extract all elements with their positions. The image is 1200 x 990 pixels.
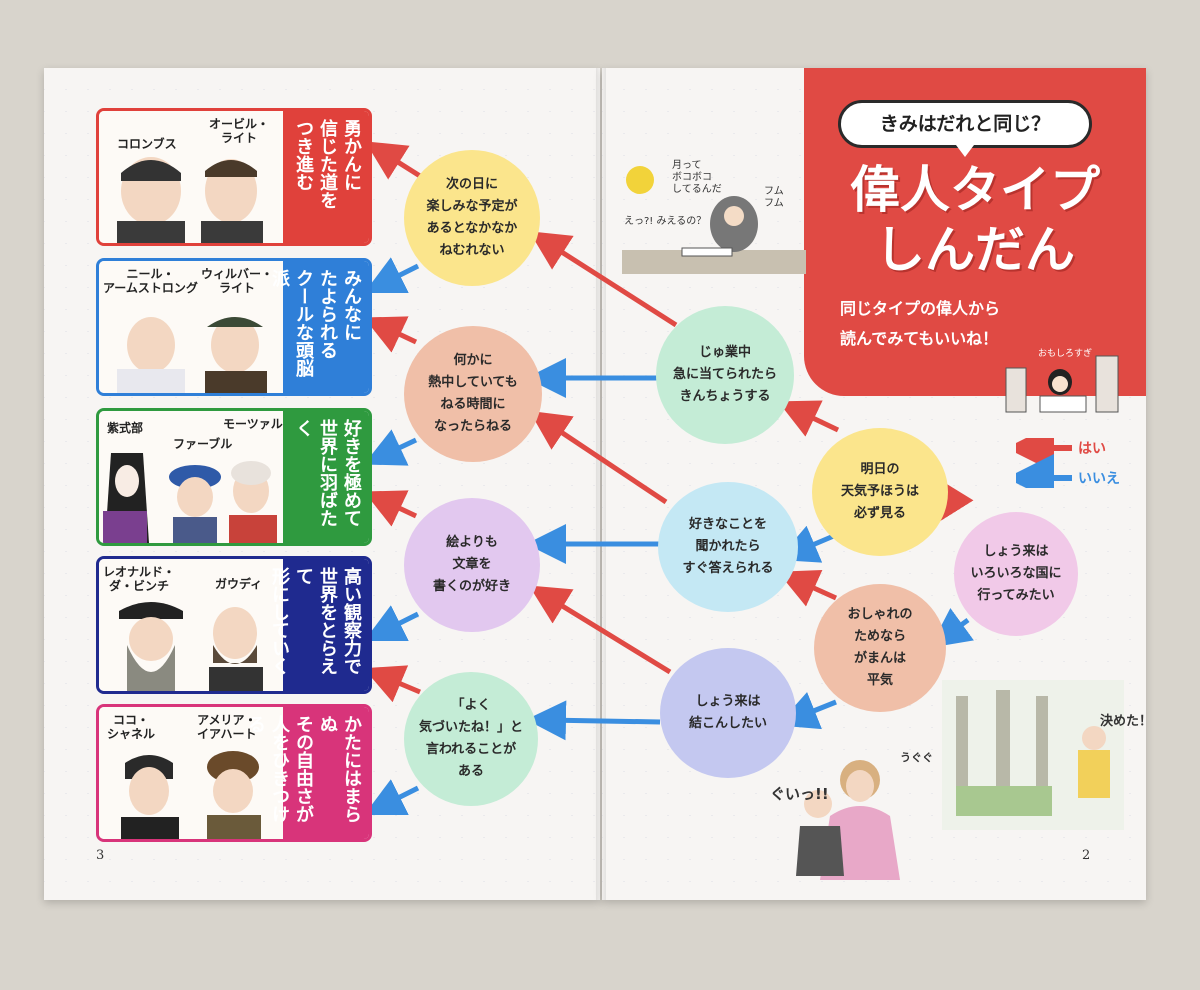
page-title: 偉人タイプ しんだん: [850, 161, 1100, 279]
result-band-1: [283, 111, 369, 243]
book-pile-illustration: [1005, 355, 1119, 413]
name-coco-chanel: ココ・ シャネル: [107, 713, 156, 741]
telescope-comic: [622, 166, 806, 274]
scribble-sound: フム フム: [764, 186, 784, 209]
result-card-5: ココ・ シャネル アメリア・ イアハート かたにはまらぬ その自由さが 人をひき…: [96, 704, 372, 842]
portrait-illustration: [103, 453, 277, 543]
result-band-5: [283, 707, 369, 839]
pull-sound: ぐいっ!!: [770, 785, 829, 803]
legend-yes: はい: [1078, 441, 1106, 457]
portrait-illustration: [121, 751, 261, 839]
question-q6: しょう来は 結こんしたい: [660, 648, 796, 778]
result-card-3: 紫式部 ファーブル モーツァルト 好きを極めて 世界に羽ばたく: [96, 408, 372, 546]
page-subtitle: 同じタイプの偉人から 読んでみてもいいね！: [840, 299, 1001, 348]
result-card-1: コロンブス オービル・ ライト 勇かんに 信じた道を つき進む: [96, 108, 372, 246]
question-q9: 絵よりも 文章を 書くのが好き: [404, 498, 540, 632]
ugu-sound: うぐぐ: [900, 751, 933, 764]
name-armstrong: ニール・ アームストロング: [103, 267, 198, 295]
page-number-left: 3: [96, 848, 105, 863]
result-band-2: [283, 261, 369, 393]
portrait-murasaki-fabre-mozart: [99, 411, 285, 543]
name-gaudi: ガウディ: [215, 577, 263, 591]
question-speech: えっ?! みえるの？: [624, 216, 707, 227]
result-text-4: 高い観察力で 世界をとらえて 形にしていく: [269, 567, 362, 675]
name-murasaki-shikibu: 紫式部: [107, 421, 144, 435]
name-leonardo-da-vinci: レオナルド・ ダ・ビンチ: [103, 565, 176, 593]
question-q3: おしゃれの ためなら がまんは 平気: [814, 584, 946, 712]
portrait-chanel-earhart: [99, 707, 285, 839]
result-card-2: ニール・ アームストロング ウィルバー・ ライト みんなに たよられる クールな…: [96, 258, 372, 396]
portrait-illustration: [117, 157, 263, 243]
portrait-illustration: [119, 602, 263, 691]
legend-no: いいえ: [1078, 471, 1120, 487]
question-q7: 次の日に 楽しみな予定が あるとなかなか ねむれない: [404, 150, 540, 286]
result-text-3: 好きを極めて 世界に羽ばたく: [293, 419, 362, 527]
result-text-2: みんなに たよられる クールな頭脳派: [269, 269, 362, 377]
question-q8: 何かに 熱中していても ねる時間に なったらねる: [404, 326, 542, 462]
name-fabre: ファーブル: [173, 437, 233, 451]
result-text-5: かたにはまらぬ その自由さが 人をひきつける: [245, 715, 362, 823]
question-q4: じゅ業中 急に当てられたら きんちょうする: [656, 306, 794, 444]
portrait-illustration: [117, 317, 267, 393]
travel-comic: [796, 680, 1124, 880]
name-mozart: モーツァルト: [223, 417, 295, 431]
name-amelia-earhart: アメリア・ イアハート: [197, 713, 257, 741]
portrait-davinci-gaudi: [99, 559, 285, 691]
decided-speech: 決めた！: [1100, 714, 1153, 729]
result-band-3: [283, 411, 369, 543]
legend-arrows: [1016, 438, 1072, 488]
result-band-4: [283, 559, 369, 691]
name-columbus: コロンブス: [117, 137, 177, 151]
bubble-tail: [956, 145, 974, 157]
question-q10: 「よく 気づいたね！」と 言われることが ある: [404, 672, 538, 806]
name-orville-wright: オービル・ ライト: [209, 117, 270, 145]
question-q5: 好きなことを 聞かれたら すぐ答えられる: [658, 482, 798, 612]
portrait-armstrong-wright: [99, 261, 285, 393]
page-number-right: 2: [1082, 848, 1091, 863]
question-q1: しょう来は いろいろな国に 行ってみたい: [954, 512, 1078, 636]
result-card-4: レオナルド・ ダ・ビンチ ガウディ 高い観察力で 世界をとらえて 形にしていく: [96, 556, 372, 694]
name-wilbur-wright: ウィルバー・ ライト: [201, 267, 274, 295]
moon-speech: 月って ボコボコ してるんだ: [672, 160, 722, 195]
portrait-columbus-wright: [99, 111, 285, 243]
result-text-1: 勇かんに 信じた道を つき進む: [293, 119, 362, 209]
header-bubble: きみはだれと同じ？: [838, 100, 1092, 148]
book-gutter: [596, 68, 606, 900]
question-q2: 明日の 天気予ほうは 必ず見る: [812, 428, 948, 556]
books-note: おもしろすぎ: [1038, 349, 1093, 359]
